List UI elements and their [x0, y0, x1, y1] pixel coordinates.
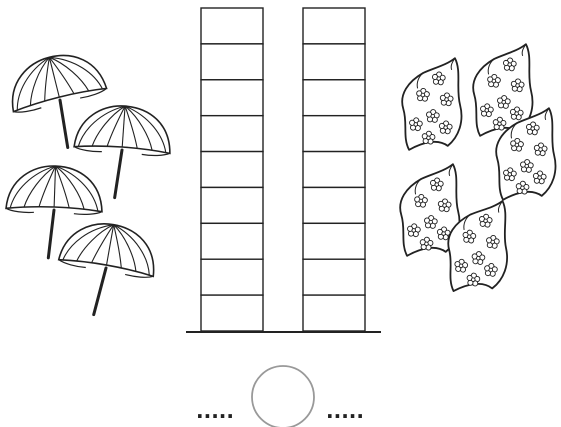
tally-cell[interactable]: [201, 187, 263, 223]
tally-cell[interactable]: [201, 259, 263, 295]
tally-cell[interactable]: [303, 44, 365, 80]
tally-cell[interactable]: [201, 295, 263, 331]
tally-column-left: [201, 8, 263, 331]
tally-cell[interactable]: [201, 44, 263, 80]
tally-cell[interactable]: [201, 223, 263, 259]
answer-blank-right[interactable]: .....: [326, 399, 364, 423]
floral-scarf-icon: [397, 53, 468, 155]
answer-blank-left[interactable]: .....: [196, 399, 234, 423]
tally-cell[interactable]: [201, 8, 263, 44]
comparison-circle[interactable]: [252, 366, 314, 427]
tally-cell[interactable]: [303, 223, 365, 259]
tally-cell[interactable]: [201, 80, 263, 116]
scarf-group: [395, 39, 561, 298]
umbrella-group: [3, 46, 173, 324]
tally-cell[interactable]: [303, 187, 365, 223]
tally-cell[interactable]: [303, 152, 365, 188]
tally-cell[interactable]: [303, 295, 365, 331]
tally-column-right: [303, 8, 365, 331]
umbrella-icon: [50, 216, 161, 323]
tally-cell[interactable]: [303, 116, 365, 152]
tally-cell[interactable]: [303, 8, 365, 44]
tally-cell[interactable]: [303, 259, 365, 295]
tally-cell[interactable]: [303, 80, 365, 116]
tally-cell[interactable]: [201, 152, 263, 188]
tally-cell[interactable]: [201, 116, 263, 152]
